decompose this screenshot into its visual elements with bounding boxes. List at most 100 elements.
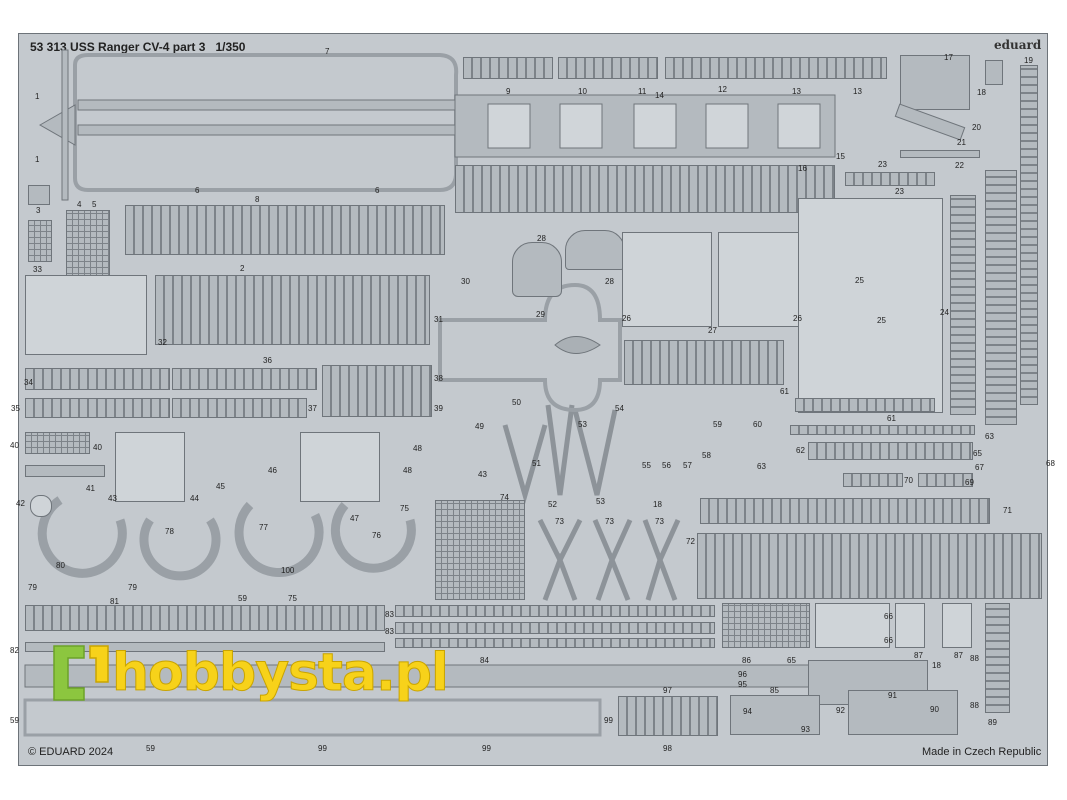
copyright-text: © EDUARD 2024 xyxy=(28,746,114,758)
part-number: 98 xyxy=(663,744,672,753)
part-number: 81 xyxy=(110,597,119,606)
part-number: 79 xyxy=(128,583,137,592)
flight-deck-frame xyxy=(38,49,459,201)
part-number: 77 xyxy=(259,523,268,532)
part-number: 12 xyxy=(718,85,727,94)
part-88-ladder xyxy=(985,603,1010,713)
part-number: 38 xyxy=(434,374,443,383)
part-tray-left xyxy=(25,275,147,355)
part-number: 65 xyxy=(787,656,796,665)
part-number: 18 xyxy=(653,500,662,509)
watermark-text: hobbysta.pl xyxy=(112,643,450,704)
part-number: 33 xyxy=(33,265,42,274)
part-number: 61 xyxy=(887,414,896,423)
part-number: 71 xyxy=(1003,506,1012,515)
part-number: 25 xyxy=(855,276,864,285)
part-number: 45 xyxy=(216,482,225,491)
part-74-grate xyxy=(435,500,525,600)
part-3-small xyxy=(28,185,50,205)
part-number: 83 xyxy=(385,610,394,619)
part-number: 65 xyxy=(973,449,982,458)
hobbysta-logo-icon xyxy=(53,645,109,701)
part-number: 99 xyxy=(604,716,613,725)
origin-text: Made in Czech Republic xyxy=(922,746,1042,758)
part-number: 78 xyxy=(165,527,174,536)
part-number: 51 xyxy=(532,459,541,468)
part-number: 59 xyxy=(146,744,155,753)
part-number: 10 xyxy=(578,87,587,96)
part-number: 99 xyxy=(482,744,491,753)
part-16-rack xyxy=(455,165,835,213)
part-number: 43 xyxy=(478,470,487,479)
part-number: 84 xyxy=(480,656,489,665)
part-number: 85 xyxy=(770,686,779,695)
part-2-rack xyxy=(125,205,445,255)
part-number: 60 xyxy=(753,420,762,429)
part-83-rail xyxy=(395,605,715,617)
part-number: 6 xyxy=(195,186,200,195)
long-bottom-strip xyxy=(23,664,826,737)
part-number: 90 xyxy=(930,705,939,714)
part-number: 100 xyxy=(281,566,295,575)
part-number: 99 xyxy=(318,744,327,753)
part-number: 74 xyxy=(500,493,509,502)
part-number: 43 xyxy=(108,494,117,503)
part-number: 14 xyxy=(655,91,664,100)
part-62-rail xyxy=(808,442,973,460)
part-42-ring xyxy=(30,495,52,517)
part-number: 76 xyxy=(372,531,381,540)
part-number: 13 xyxy=(853,87,862,96)
part-number: 13 xyxy=(792,87,801,96)
part-number: 34 xyxy=(24,378,33,387)
part-10-rail xyxy=(558,57,658,79)
part-number: 18 xyxy=(932,661,941,670)
gear-arcs xyxy=(37,496,416,581)
part-number: 79 xyxy=(28,583,37,592)
part-number: 73 xyxy=(555,517,564,526)
part-number: 87 xyxy=(914,651,923,660)
part-number: 49 xyxy=(475,422,484,431)
part-31-36-rack xyxy=(155,275,430,345)
part-number: 40 xyxy=(10,441,19,450)
part-18-cross xyxy=(985,60,1003,85)
part-number: 39 xyxy=(434,404,443,413)
part-number: 53 xyxy=(578,420,587,429)
sheet-title: 53 313 USS Ranger CV-4 part 3 1/350 xyxy=(30,40,245,54)
part-28b-cage xyxy=(565,230,625,270)
part-number: 44 xyxy=(190,494,199,503)
part-number: 18 xyxy=(977,88,986,97)
part-number: 26 xyxy=(793,314,802,323)
part-number: 63 xyxy=(985,432,994,441)
part-34-rail xyxy=(25,368,170,390)
part-25-assembly xyxy=(798,198,943,413)
part-number: 73 xyxy=(655,517,664,526)
part-28-cage xyxy=(512,242,562,297)
part-number: 47 xyxy=(350,514,359,523)
part-number: 24 xyxy=(940,308,949,317)
part-number: 15 xyxy=(836,152,845,161)
part-92-panel xyxy=(730,695,820,735)
part-21-strip xyxy=(900,150,980,158)
part-number: 96 xyxy=(738,670,747,679)
part-number: 59 xyxy=(238,594,247,603)
part-number: 66 xyxy=(884,636,893,645)
part-number: 59 xyxy=(713,420,722,429)
part-17-bracket xyxy=(900,55,970,110)
part-number: 69 xyxy=(965,478,974,487)
part-24-tower xyxy=(950,195,976,415)
part-number: 28 xyxy=(605,277,614,286)
part-number: 57 xyxy=(683,461,692,470)
part-number: 82 xyxy=(10,646,19,655)
part-number: 6 xyxy=(375,186,380,195)
part-number: 2 xyxy=(240,264,245,273)
part-65-panel xyxy=(815,603,890,648)
part-number: 7 xyxy=(325,47,330,56)
part-number: 40 xyxy=(93,443,102,452)
part-81-rail xyxy=(25,605,385,631)
part-number: 21 xyxy=(957,138,966,147)
part-number: 73 xyxy=(605,517,614,526)
part-number: 35 xyxy=(11,404,20,413)
part-number: 28 xyxy=(537,234,546,243)
part-61-rail xyxy=(795,398,935,412)
part-9-11-rail xyxy=(463,57,553,79)
